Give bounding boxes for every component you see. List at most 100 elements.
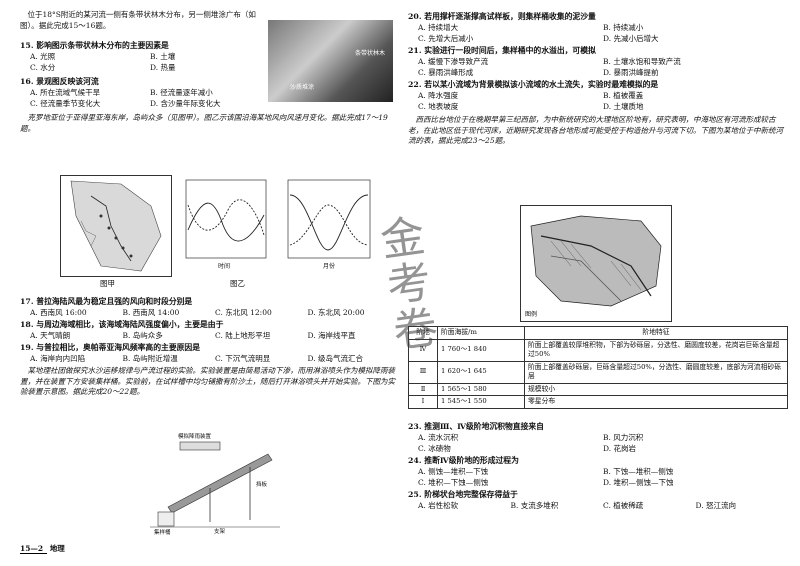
q15-option-c[interactable]: C. 水分 <box>30 63 56 72</box>
wind-charts <box>185 179 371 259</box>
q22-option-d[interactable]: D. 土壤质地 <box>603 102 644 111</box>
terrace-map-drawing <box>521 215 671 321</box>
q23-option-d[interactable]: D. 花岗岩 <box>603 444 637 453</box>
table-cell: 1 565～1 580 <box>437 382 525 396</box>
q18-option-b[interactable]: B. 岛屿众多 <box>122 331 163 340</box>
figure-b-charts: 时间 月份 <box>178 175 378 275</box>
q15-option-a[interactable]: A. 光照 <box>30 52 56 61</box>
q17-stem: 17. 普拉海陆风最为稳定且强的风向和时段分别是 <box>20 297 193 306</box>
table-cell: 零星分布 <box>524 395 788 409</box>
table-header-row: 阶地 阶面海拔/m 阶地特征 <box>408 326 788 340</box>
table-cell: 1 545～1 550 <box>437 395 525 409</box>
q15-option-d[interactable]: D. 热量 <box>150 63 176 72</box>
croatia-map <box>61 176 171 276</box>
terrace-table: 阶地 阶面海拔/m 阶地特征 Ⅳ 1 760～1 840 阶面上部覆盖较厚堆积物… <box>408 326 788 409</box>
river-landscape-photo: 条带状林木 沙质堆涂 <box>268 20 393 102</box>
q18-option-c[interactable]: C. 陆上地形平坦 <box>215 331 271 340</box>
q24-option-a[interactable]: A. 侧蚀—堆积—下蚀 <box>418 467 489 476</box>
q21-option-a[interactable]: A. 缓慢下渗导致产流 <box>418 57 489 66</box>
questions-17-19: 17. 普拉海陆风最为稳定且强的风向和时段分别是 A. 西南风 16:00 B.… <box>20 295 400 398</box>
intro-15-16: 位于18°S附近的某河流一侧有条带状林木分布，另一侧堆涂广布（如图）。据此完成1… <box>20 10 256 30</box>
q22-option-c[interactable]: C. 地表坡度 <box>418 102 459 111</box>
q20-option-c[interactable]: C. 先增大后减小 <box>418 34 474 43</box>
q16-option-a[interactable]: A. 所在流域气候干旱 <box>30 88 101 97</box>
q25-option-b[interactable]: B. 支流多堆积 <box>510 501 559 510</box>
q23-option-b[interactable]: B. 风力沉积 <box>603 433 644 442</box>
q17-option-d[interactable]: D. 东北风 20:00 <box>307 308 365 317</box>
q19-stem: 19. 与普拉相比，奥帕蒂亚海风频率高的主要原因是 <box>20 343 201 352</box>
q22-options: A. 降水强度 B. 植被覆盖 C. 地表坡度 D. 土壤质地 <box>408 90 788 112</box>
map-legend-label: 图例 <box>525 311 538 318</box>
q19-option-a[interactable]: A. 海岸向内凹陷 <box>30 354 86 363</box>
q16-option-c[interactable]: C. 径流量季节变化大 <box>30 99 101 108</box>
q24-option-c[interactable]: C. 堆积—下蚀—侧蚀 <box>418 478 489 487</box>
q19-option-d[interactable]: D. 级岛气流汇合 <box>307 354 364 363</box>
q17-option-b[interactable]: B. 西南风 14:00 <box>122 308 180 317</box>
figure-a-map <box>60 175 172 277</box>
q18-options: A. 天气晴朗 B. 岛屿众多 C. 陆上地形平坦 D. 海岸线平直 <box>20 330 400 341</box>
q25-option-a[interactable]: A. 岩性松软 <box>418 501 459 510</box>
table-row: Ⅰ 1 545～1 550 零星分布 <box>408 395 788 409</box>
q17-option-c[interactable]: C. 东北风 12:00 <box>215 308 272 317</box>
q22-option-a[interactable]: A. 降水强度 <box>418 91 459 100</box>
q24-option-d[interactable]: D. 堆积—侧蚀—下蚀 <box>603 478 674 487</box>
intro-17-19: 克罗地亚位于亚得里亚海东岸，岛屿众多（见图甲）。图乙示该国沿海某地风向风速月变化… <box>20 113 388 133</box>
q25-stem: 25. 阶梯状台地完整保存得益于 <box>408 490 518 499</box>
q23-option-a[interactable]: A. 流水沉积 <box>418 433 459 442</box>
q22-option-b[interactable]: B. 植被覆盖 <box>603 91 644 100</box>
figure-a-label: 图甲 <box>100 279 115 288</box>
q25-option-d[interactable]: D. 怒江流向 <box>695 501 737 510</box>
q21-option-b[interactable]: B. 土壤水饱和导致产流 <box>603 57 681 66</box>
q20-stem: 20. 若用撑杆逐渐撑高试样板，则集样桶收集的泥沙量 <box>408 12 596 21</box>
q18-option-a[interactable]: A. 天气晴朗 <box>30 331 71 340</box>
q17-options: A. 西南风 16:00 B. 西南风 14:00 C. 东北风 12:00 D… <box>20 307 400 318</box>
q16-options: A. 所在流域气候干旱 B. 径流量逐年减小 C. 径流量季节变化大 D. 含沙… <box>20 87 270 109</box>
page-number: 15—2 <box>20 544 48 554</box>
right-column: 20. 若用撑杆逐渐撑高试样板，则集样桶收集的泥沙量 A. 持续增大 B. 持续… <box>408 10 788 147</box>
q16-option-d[interactable]: D. 含沙量年际变化大 <box>150 99 221 108</box>
q20-option-a[interactable]: A. 持续增大 <box>418 23 459 32</box>
q19-option-c[interactable]: C. 下沉气流明显 <box>215 354 271 363</box>
q21-option-d[interactable]: D. 暴雨洪峰提前 <box>603 68 659 77</box>
table-cell: Ⅲ <box>408 360 438 384</box>
q20-option-d[interactable]: D. 先减小后增大 <box>603 34 659 43</box>
q16-option-b[interactable]: B. 径流量逐年减小 <box>150 88 213 97</box>
q15-stem: 15. 影响图示条带状林木分布的主要因素是 <box>20 41 169 50</box>
table-cell: Ⅰ <box>408 395 438 409</box>
table-header: 阶地特征 <box>524 326 788 340</box>
q21-option-c[interactable]: C. 暴雨洪峰形成 <box>418 68 474 77</box>
table-row: Ⅲ 1 620～1 645 阶面上部覆盖砂砾层，巨砾含量超过50%，分选性、磨圆… <box>408 360 788 384</box>
q19-options: A. 海岸向内凹陷 B. 岛屿附近增温 C. 下沉气流明显 D. 级岛气流汇合 <box>20 353 400 364</box>
left-column: 位于18°S附近的某河流一侧有条带状林木分布，另一侧堆涂广布（如图）。据此完成1… <box>20 10 400 134</box>
table-cell: 阶面上部覆盖较厚堆积物，下部为砂砾层，分选性、磨圆度较差，花岗岩巨砾含量超过50… <box>524 338 788 362</box>
q15-option-b[interactable]: B. 土壤 <box>150 52 176 61</box>
q25-option-c[interactable]: C. 植被稀疏 <box>603 501 644 510</box>
q24-options: A. 侧蚀—堆积—下蚀 B. 下蚀—堆积—侧蚀 C. 堆积—下蚀—侧蚀 D. 堆… <box>408 466 788 488</box>
q15-options: A. 光照 B. 土壤 C. 水分 D. 热量 <box>20 51 270 73</box>
intro-23-25: 西西比台地位于在晚期早第三纪西部，为中新统研究的大理地区阶地有，研究表明，中海地… <box>408 115 783 145</box>
q17-option-a[interactable]: A. 西南风 16:00 <box>30 308 87 317</box>
q22-stem: 22. 若以某小流域为背景模拟该小流域的水土流失，实验时最难模拟的是 <box>408 80 659 89</box>
q21-options: A. 缓慢下渗导致产流 B. 土壤水饱和导致产流 C. 暴雨洪峰形成 D. 暴雨… <box>408 56 788 78</box>
q18-option-d[interactable]: D. 海岸线平直 <box>307 331 356 340</box>
label-rain-device: 模拟降雨装置 <box>178 434 212 440</box>
table-row: Ⅱ 1 565～1 580 规模较小 <box>408 382 788 396</box>
table-header: 阶面海拔/m <box>437 326 525 340</box>
page-footer: 15—2 地理 <box>20 543 65 554</box>
q19-option-b[interactable]: B. 岛屿附近增温 <box>122 354 178 363</box>
q23-options: A. 流水沉积 B. 风力沉积 C. 冰碛物 D. 花岗岩 <box>408 432 788 454</box>
terrace-map: 图例 <box>520 205 672 322</box>
label-bucket: 集样桶 <box>154 530 171 536</box>
q16-stem: 16. 景观图反映该河流 <box>20 77 99 86</box>
label-bracket: 支架 <box>214 529 226 535</box>
figure-b-label: 图乙 <box>230 279 245 288</box>
table-row: Ⅳ 1 760～1 840 阶面上部覆盖较厚堆积物，下部为砂砾层，分选性、磨圆度… <box>408 338 788 362</box>
experiment-device-figure: 模拟降雨装置 挡板 支架 集样桶 <box>150 432 280 537</box>
q24-option-b[interactable]: B. 下蚀—堆积—侧蚀 <box>603 467 674 476</box>
q25-options: A. 岩性松软 B. 支流多堆积 C. 植被稀疏 D. 怒江流向 <box>408 500 788 511</box>
q20-option-b[interactable]: B. 持续减小 <box>603 23 644 32</box>
q23-option-c[interactable]: C. 冰碛物 <box>418 444 451 453</box>
q21-stem: 21. 实验进行一段时间后，集样桶中的水溢出，可模拟 <box>408 46 596 55</box>
q20-options: A. 持续增大 B. 持续减小 C. 先增大后减小 D. 先减小后增大 <box>408 22 788 44</box>
